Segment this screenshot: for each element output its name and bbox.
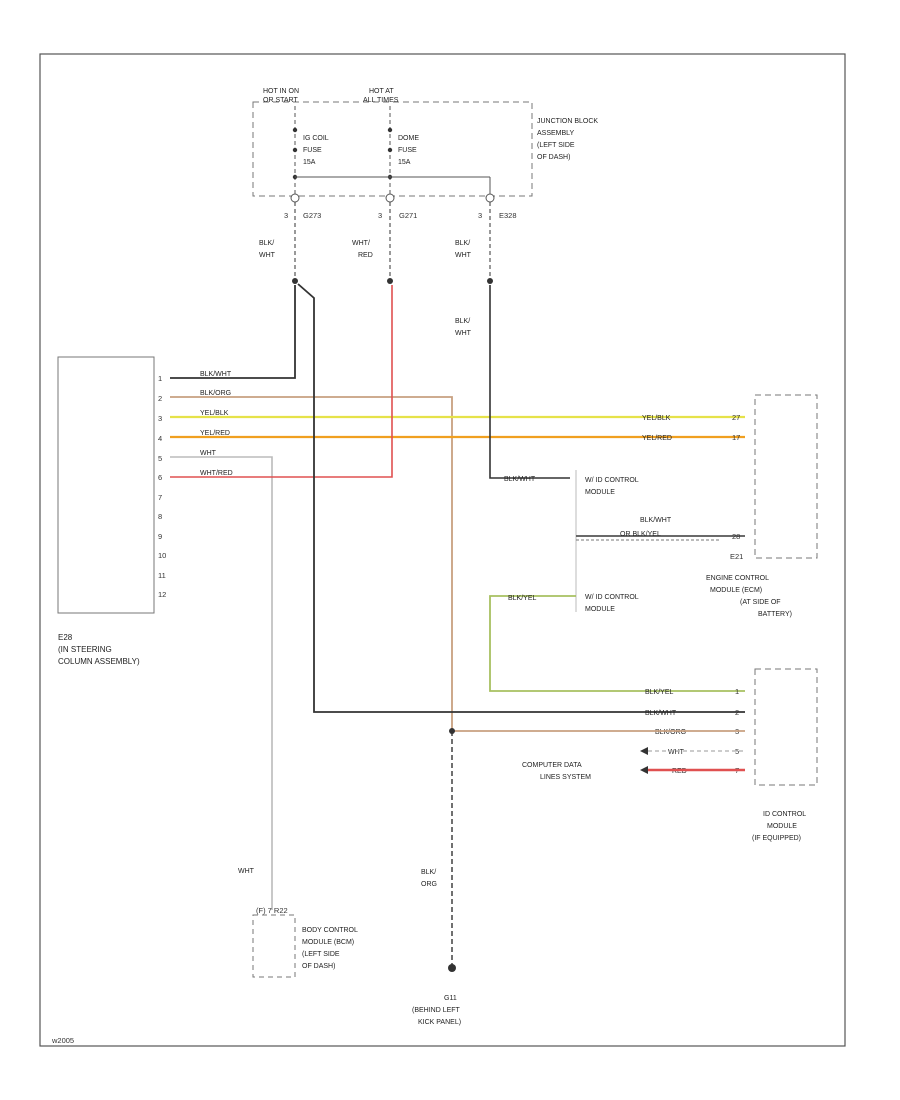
wire-label-keyid-upper: BLK/WHT: [504, 476, 536, 483]
e28-pin: 3: [158, 414, 162, 423]
fuse-ig: [292, 106, 298, 196]
wire-label-dome: WHT/RED: [352, 240, 373, 259]
ecm-box: [754, 394, 818, 559]
connector-e328: [485, 193, 495, 203]
wire-e28-blk-wht: [170, 285, 296, 379]
e28-pin: 10: [158, 551, 166, 560]
e28-pin: 1: [158, 374, 162, 383]
e28-pin: 11: [158, 571, 166, 580]
node-ig: [292, 278, 298, 284]
wire-label-e28-yel-red: YEL/RED: [200, 430, 230, 437]
id-wire-blk-org: BLK/ORG: [655, 729, 686, 736]
connector-g273: [290, 193, 300, 203]
id-module-box: [754, 668, 818, 786]
wire-label-e28-wht-red: WHT/RED: [200, 470, 233, 477]
wire-label-ig: BLK/WHT: [259, 240, 276, 259]
ecm-pin: 17: [732, 433, 740, 442]
wire-e28-wht-red: [170, 285, 393, 478]
e28-pin: 2: [158, 394, 162, 403]
e28-pin: 6: [158, 473, 162, 482]
e28-connector-box: [57, 356, 155, 614]
id-pin: 2: [735, 708, 739, 717]
wire-ground-to-keyid: [489, 285, 570, 479]
wire-label-keyid-lower: BLK/YEL: [508, 595, 537, 602]
wire-blk-yel: [489, 595, 745, 692]
conn-g273: G273: [303, 211, 321, 220]
conn-g271: G271: [399, 211, 417, 220]
e28-pin: 5: [158, 454, 162, 463]
ecm-blk-wht-label: BLK/WHT: [640, 517, 672, 524]
e28-pin: 12: [158, 590, 166, 599]
wire-e28-blk-org: [170, 396, 453, 730]
wire-label-e28-blk-wht: BLK/WHT: [200, 371, 232, 378]
id-pin: 5: [735, 747, 739, 756]
wire-label-ground: BLK/WHT: [455, 240, 472, 259]
e28-pin: 4: [158, 434, 162, 443]
pin-ig: 3: [284, 211, 288, 220]
e28-pin: 9: [158, 532, 162, 541]
e28-pin: 8: [158, 512, 162, 521]
ecm-wire-yel-red: YEL/RED: [642, 435, 672, 442]
node-ground: [487, 278, 493, 284]
wire-label-ground-lower: BLK/WHT: [455, 318, 472, 337]
node-dome: [387, 278, 393, 284]
wire-e28-wht: [170, 456, 273, 910]
pin-ground: 3: [478, 211, 482, 220]
bcm-wire-label: WHT: [238, 868, 255, 875]
bcm-box: [252, 914, 296, 978]
connector-g271: [385, 193, 395, 203]
bcm-conn: (F) 7 R22: [256, 906, 288, 915]
id-pin: 1: [735, 687, 739, 696]
e28-pin-numbers: 1 2 3 4 5 6 7 8 9 10 11 12: [158, 374, 166, 599]
wire-label-e28-blk-org: BLK/ORG: [200, 390, 231, 397]
wire-label-e28-wht: WHT: [200, 450, 217, 457]
data-arrow-red: [640, 766, 648, 774]
ecm-dashed-wire-label: OR BLK/YEL: [620, 531, 661, 538]
footer-code: w2005: [51, 1036, 74, 1045]
id-wire-wht: WHT: [668, 749, 685, 756]
ecm-conn: E21: [730, 552, 743, 561]
pin-dome: 3: [378, 211, 382, 220]
id-wire-red: RED: [672, 768, 687, 775]
e28-pin: 7: [158, 493, 162, 502]
data-arrow-wht: [640, 747, 648, 755]
ecm-pin: 27: [732, 413, 740, 422]
id-wire-blk-wht: BLK/WHT: [645, 710, 677, 717]
wire-label-e28-yel-blk: YEL/BLK: [200, 410, 229, 417]
conn-e328: E328: [499, 211, 517, 220]
diagram-frame: [39, 53, 846, 1047]
ground-g11-node: [448, 964, 456, 972]
wire-ig-to-id: [297, 283, 745, 713]
ground-wire-label: BLK/ORG: [421, 869, 437, 888]
ecm-wire-yel-blk: YEL/BLK: [642, 415, 671, 422]
fuse-dome: [387, 106, 393, 196]
ecm-pin: 28: [732, 532, 740, 541]
id-wire-blk-yel: BLK/YEL: [645, 689, 674, 696]
